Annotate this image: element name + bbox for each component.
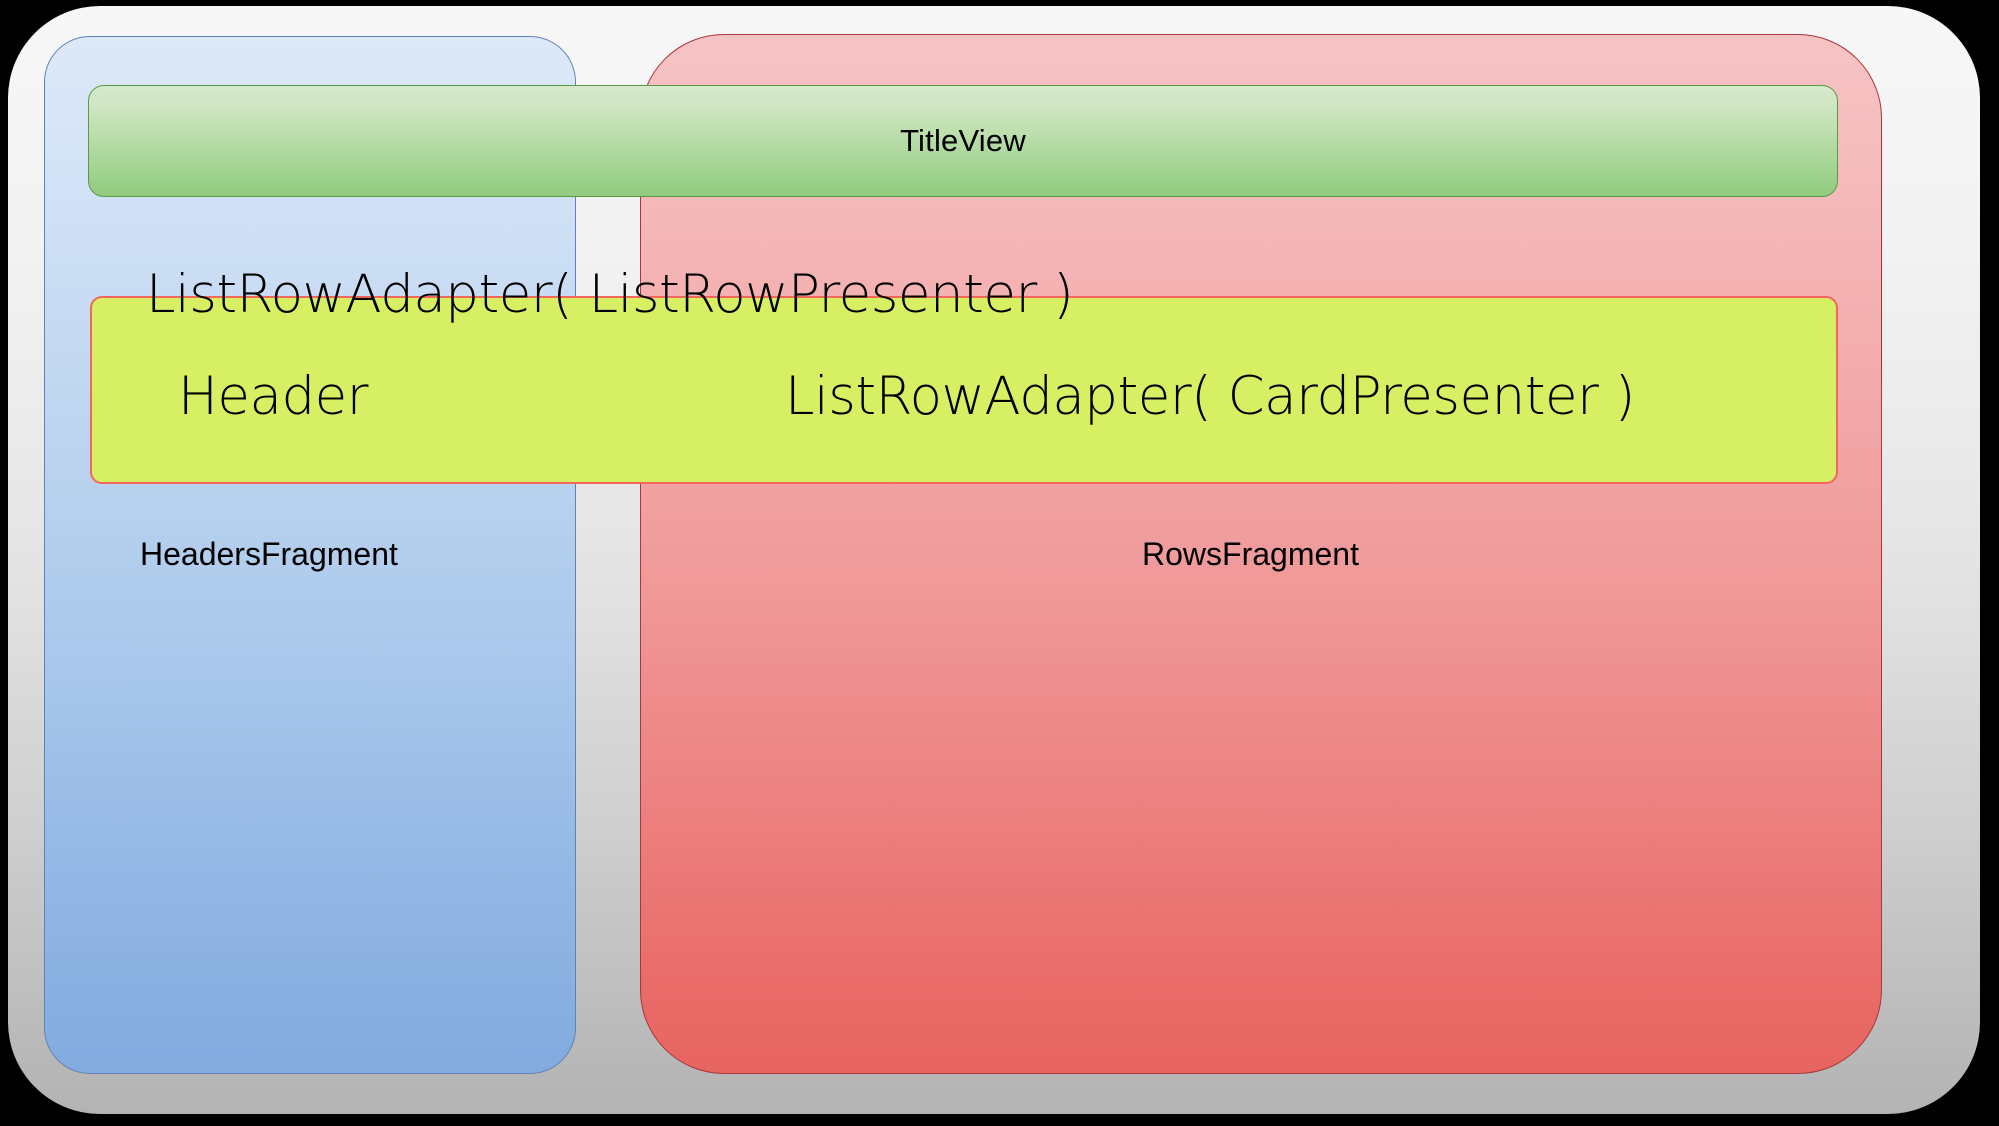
- card-presenter-adapter-label: ListRowAdapter( CardPresenter ): [785, 366, 1635, 427]
- headers-fragment-panel[interactable]: [44, 36, 576, 1074]
- list-row-band[interactable]: [90, 296, 1838, 484]
- rows-fragment-label: RowsFragment: [1142, 536, 1359, 572]
- list-row-adapter-title: ListRowAdapter( ListRowPresenter ): [146, 264, 1074, 325]
- rows-fragment-panel[interactable]: [640, 34, 1882, 1074]
- title-view-label: TitleView: [900, 123, 1026, 158]
- header-label: Header: [178, 366, 368, 427]
- headers-fragment-label: HeadersFragment: [140, 536, 398, 572]
- title-view-bar[interactable]: TitleView: [88, 85, 1838, 197]
